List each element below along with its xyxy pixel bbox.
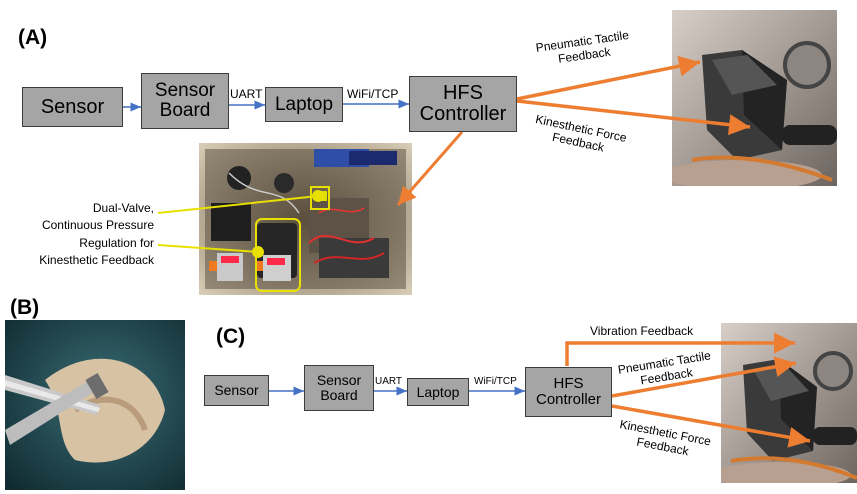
panel-label-a: (A) — [18, 26, 48, 49]
haptic-device-photo-a — [672, 10, 837, 186]
arrow-c-pneumatic — [611, 356, 797, 398]
a-wifi-tcp-label: WiFi/TCP — [347, 87, 399, 101]
arrow-c-vibration — [565, 332, 795, 366]
c-wifi-tcp-label: WiFi/TCP — [474, 376, 517, 387]
pressure-display-2 — [267, 258, 285, 265]
valve-annotation: Dual-Valve, Continuous Pressure Regulati… — [39, 201, 154, 268]
callout-line-single-valve — [157, 190, 324, 214]
c-sensor-board-box: Sensor Board — [304, 365, 374, 411]
c-vibration-feedback-label: Vibration Feedback — [590, 324, 694, 338]
a-hfs-controller-box: HFS Controller — [409, 76, 517, 132]
c-uart-label: UART — [375, 376, 403, 387]
arrow-c-kinesthetic — [611, 404, 811, 448]
pressure-display-1 — [221, 256, 239, 263]
a-laptop-box: Laptop — [265, 87, 343, 122]
c-hfs-controller-label: HFS Controller — [535, 375, 602, 408]
arrow-a-kinesthetic — [516, 99, 751, 136]
single-valve-highlight — [310, 186, 330, 210]
callout-line-dual-valve — [157, 244, 264, 258]
a-sensor-board-box: Sensor Board — [141, 73, 229, 129]
c-sensor-board-label: Sensor Board — [316, 372, 362, 403]
c-laptop-box: Laptop — [407, 378, 469, 406]
c-hfs-controller-box: HFS Controller — [525, 367, 612, 417]
a-sensor-box: Sensor — [22, 87, 123, 127]
a-sensor-board-label: Sensor Board — [154, 80, 216, 121]
a-sensor-label: Sensor — [40, 95, 105, 118]
surgical-tool-photo — [5, 320, 185, 490]
c-sensor-label: Sensor — [214, 382, 259, 399]
a-hfs-controller-label: HFS Controller — [419, 82, 507, 125]
arrow-a-controller-box — [396, 131, 464, 206]
control-box-photo — [199, 143, 412, 295]
c-sensor-box: Sensor — [204, 375, 269, 406]
a-laptop-label: Laptop — [274, 93, 334, 115]
c-laptop-label: Laptop — [416, 383, 460, 400]
panel-label-b: (B) — [10, 296, 40, 319]
a-uart-label: UART — [230, 87, 263, 101]
panel-label-c: (C) — [216, 325, 246, 348]
arrow-a-pneumatic — [516, 55, 701, 101]
